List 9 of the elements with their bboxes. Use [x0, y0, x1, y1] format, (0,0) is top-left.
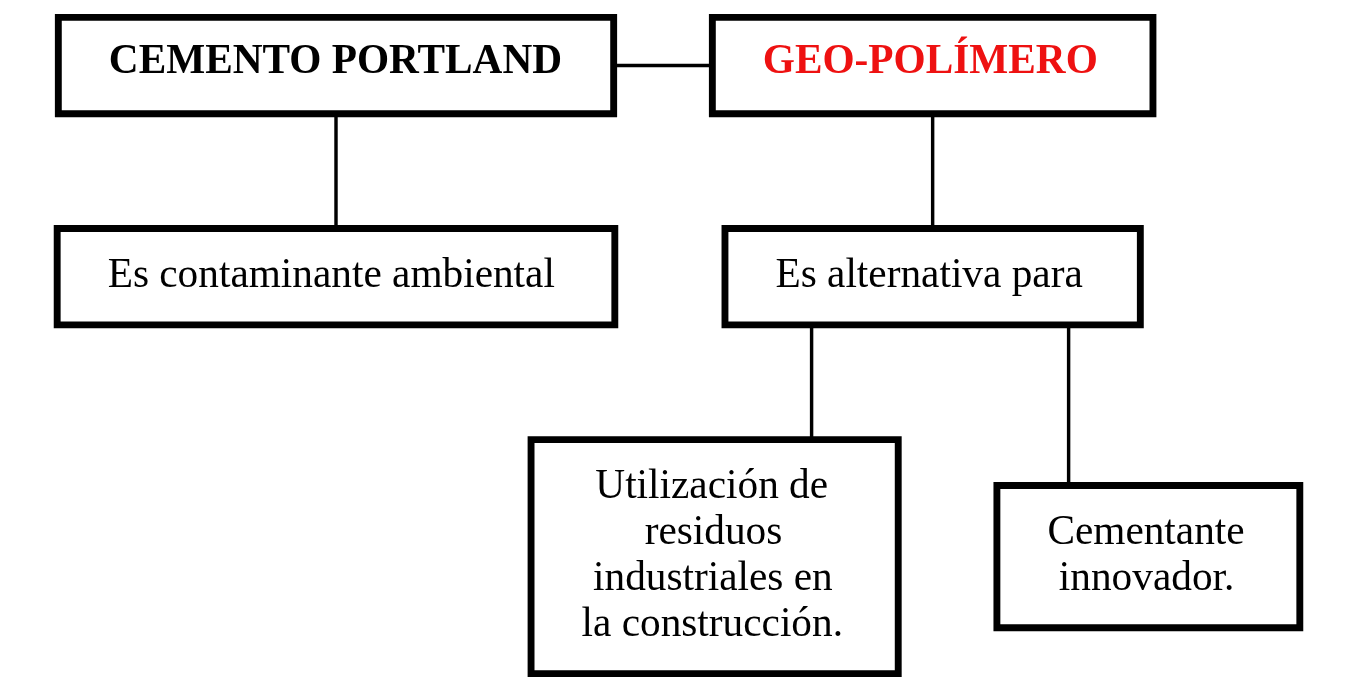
- node-box: CEMENTO PORTLAND: [54, 13, 617, 118]
- connector: [333, 114, 338, 228]
- node-box: Cementante innovador.: [992, 482, 1303, 632]
- node-box: Es contaminante ambiental: [53, 225, 618, 329]
- connector: [930, 114, 934, 228]
- connector: [809, 325, 813, 440]
- node-box: Utilización de residuos industriales en la construcción.: [527, 436, 902, 678]
- node-box: Es alternativa para: [721, 225, 1144, 329]
- node-box: GEO-POLÍMERO: [708, 13, 1156, 118]
